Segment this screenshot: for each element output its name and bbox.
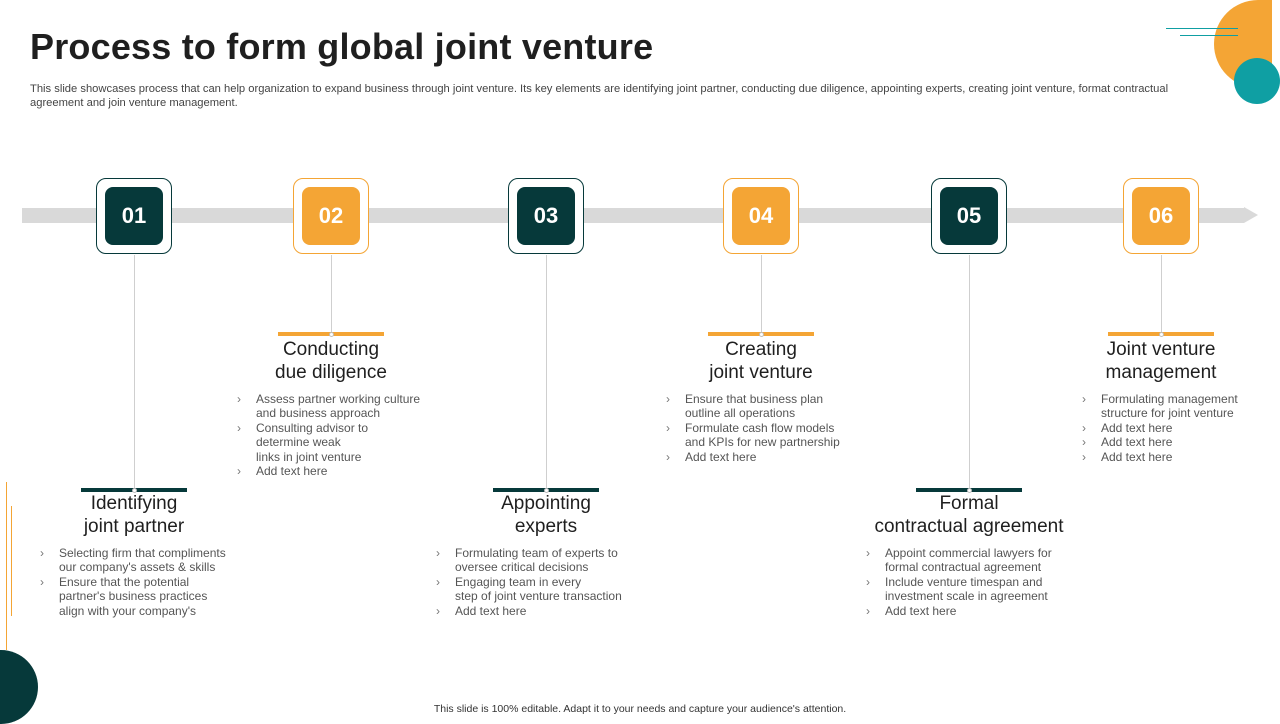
timeline-track [22, 208, 1244, 223]
step-2-badge: 02 [293, 178, 369, 254]
step-6-connector-dot [1159, 332, 1164, 337]
decor-teal-circle [1234, 58, 1280, 104]
step-1-number: 01 [105, 187, 163, 245]
step-4-connector [761, 255, 762, 334]
footer-note: This slide is 100% editable. Adapt it to… [433, 703, 847, 715]
step-6-title: Joint venture management [1105, 339, 1217, 383]
step-6-badge: 06 [1123, 178, 1199, 254]
decor-line [1166, 28, 1238, 29]
step-3-number: 03 [517, 187, 575, 245]
step-5-number: 05 [940, 187, 998, 245]
step-4-title: Creating joint venture [709, 339, 813, 383]
page-title: Process to form global joint venture [30, 26, 654, 67]
step-6-number: 06 [1132, 187, 1190, 245]
list-item: Add text here [436, 604, 622, 619]
step-4-badge: 04 [723, 178, 799, 254]
step-3-badge: 03 [508, 178, 584, 254]
decor-vertical-line [6, 482, 7, 650]
step-1-connector-dot [132, 488, 137, 493]
step-4-number: 04 [732, 187, 790, 245]
list-item: Add text here [1082, 435, 1238, 450]
step-2-connector [331, 255, 332, 334]
step-3-title: Appointing experts [501, 493, 591, 537]
decor-vertical-line [11, 506, 12, 616]
step-1-connector [134, 255, 135, 488]
list-item: Add text here [237, 464, 420, 479]
step-1-title: Identifying joint partner [83, 493, 185, 537]
list-item: Add text here [666, 450, 840, 465]
step-5-connector [969, 255, 970, 488]
step-1-badge: 01 [96, 178, 172, 254]
decor-line [1180, 35, 1238, 36]
step-3-connector-dot [544, 488, 549, 493]
step-6-connector [1161, 255, 1162, 334]
step-2-connector-dot [329, 332, 334, 337]
step-5-badge: 05 [931, 178, 1007, 254]
page-subtitle: This slide showcases process that can he… [30, 83, 1169, 109]
list-item: Add text here [1082, 421, 1238, 436]
step-4-connector-dot [759, 332, 764, 337]
step-5-title: Formal contractual agreement [874, 493, 1064, 537]
step-2-number: 02 [302, 187, 360, 245]
step-2-title: Conducting due diligence [275, 339, 387, 383]
list-item: Add text here [866, 604, 1052, 619]
step-5-connector-dot [967, 488, 972, 493]
list-item: Add text here [1082, 450, 1238, 465]
step-3-connector [546, 255, 547, 488]
timeline-arrow-head [1244, 207, 1258, 223]
